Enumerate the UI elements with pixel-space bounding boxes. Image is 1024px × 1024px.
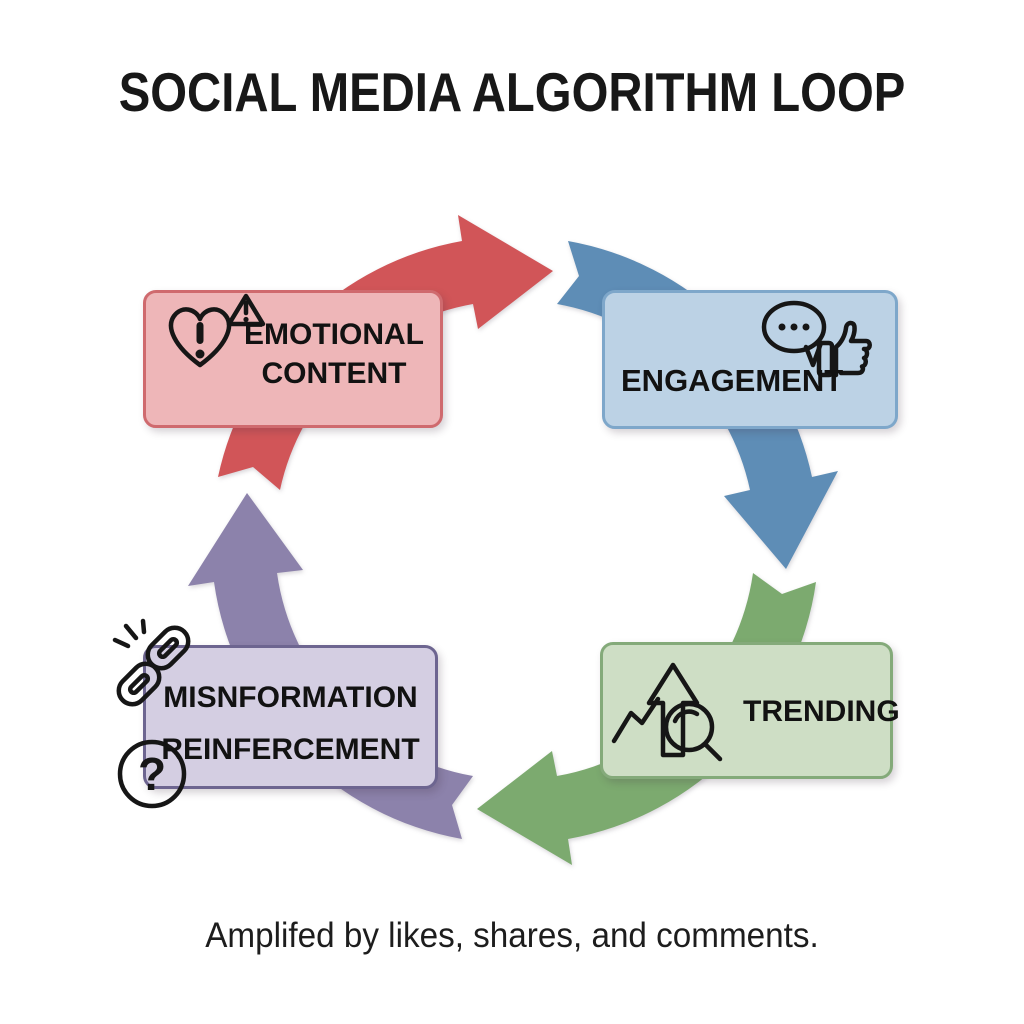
node-misinformation-label: MISNFORMATION REINFERCEMENT [161, 681, 420, 766]
engagement-icons [761, 300, 872, 378]
page-title: SOCIAL MEDIA ALGORITHM LOOP [118, 61, 906, 123]
heart-alert-icon [168, 307, 232, 368]
trending-icons [611, 662, 723, 762]
growth-arrow-icon [611, 662, 700, 758]
thumbs-up-icon [816, 320, 872, 378]
warning-triangle-icon [226, 293, 266, 327]
caption-text: Amplifed by likes, shares, and comments. [205, 916, 819, 955]
node-trending-label: TRENDING [743, 695, 900, 728]
emotional-icons [168, 293, 266, 368]
speech-bubble-icon [761, 300, 827, 368]
node-engagement-label: ENGAGEMENT [621, 363, 844, 398]
svg-text:?: ? [138, 748, 166, 800]
question-mark-icon: ? [117, 739, 187, 809]
node-misinformation-reinforcement: ? MISNFORMATION REINFERCEMENT [112, 618, 438, 809]
magnifier-icon [663, 701, 723, 762]
node-engagement: ENGAGEMENT [602, 290, 898, 429]
node-trending: TRENDING [600, 642, 900, 779]
node-emotional-content: EMOTIONAL CONTENT [143, 290, 443, 428]
broken-chain-icon [112, 618, 191, 707]
node-emotional-label: EMOTIONAL CONTENT [244, 318, 424, 390]
